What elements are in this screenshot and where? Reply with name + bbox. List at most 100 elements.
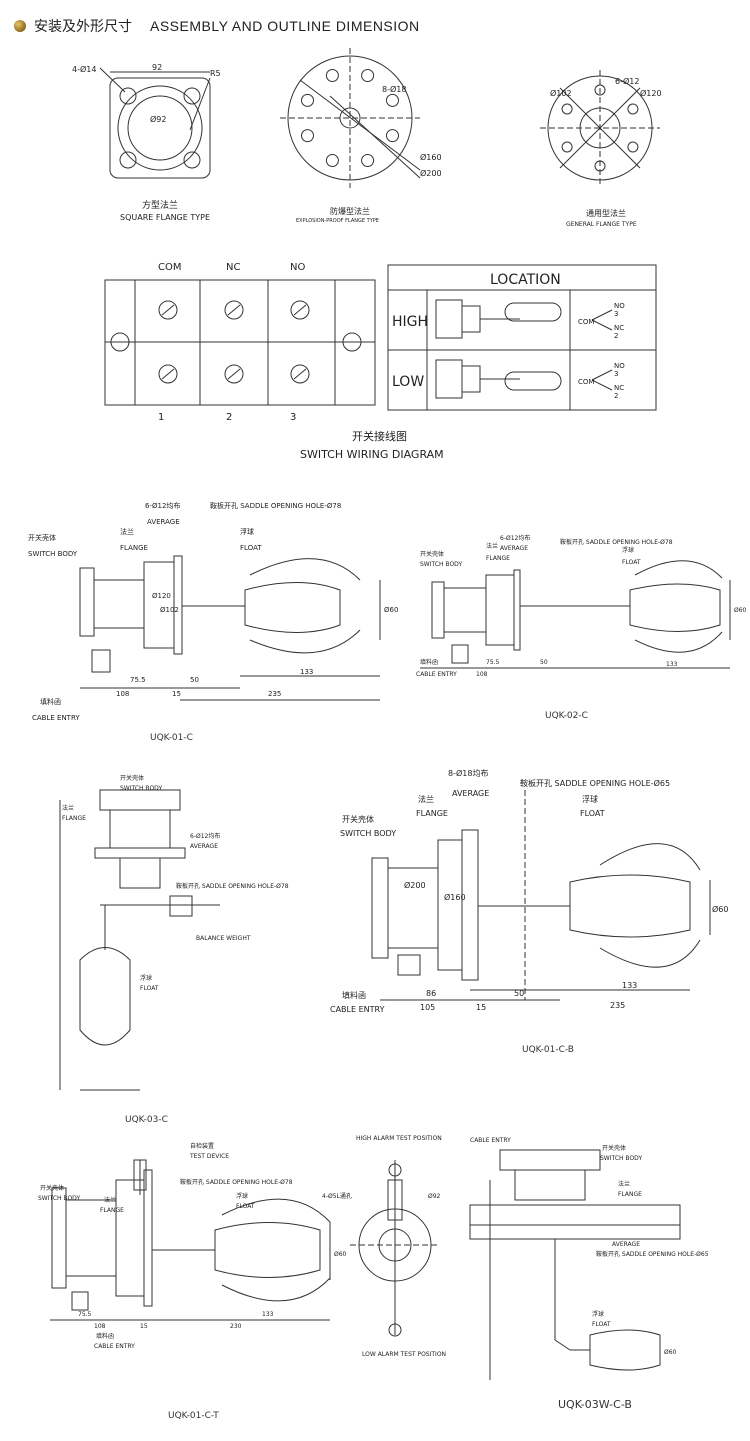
m1-flange-cn: 法兰 [120,527,134,536]
m2-avg: AVERAGE [500,545,528,552]
screw-slot [293,368,307,380]
screw-slot [161,304,175,316]
m3-avg6: 6-Ø12均布 [190,832,220,840]
square-caption-cn: 方型法兰 [142,199,178,211]
dim-gen-hole: 6-Ø12 [615,76,639,86]
m1-d1: 108 [116,690,129,698]
m5-d1: 108 [94,1323,106,1330]
m4-avg: AVERAGE [452,789,489,798]
dim-expl-dia1: Ø160 [420,152,442,162]
model-label-uqk-01-c-t: UQK-01-C-T [168,1411,219,1421]
m2-cable-en: CABLE ENTRY [416,671,457,678]
screw-slot [227,368,241,380]
m1-flange-en: FLANGE [120,544,148,552]
m5-saddle: 鞍板开孔 SADDLE OPENING HOLE-Ø78 [180,1178,293,1186]
terminal-screw-icon [224,300,244,320]
terminal-screw-icon [158,300,178,320]
m5-test-en: TEST DEVICE [189,1153,229,1160]
m1-cable-cn: 填料函 [40,697,61,706]
uqk-01-c-t-drawing [50,1159,331,1321]
m1-body-en: SWITCH BODY [28,550,78,558]
m5-test-cn: 自检装置 [190,1142,214,1150]
model-label-uqk-01-c-b: UQK-01-C-B [522,1045,574,1055]
m4-d8: Ø60 [712,904,728,914]
test-position-drawing [350,1160,440,1337]
bolt-hole [361,69,375,83]
section-title-cn: 安装及外形尺寸 [34,18,132,34]
gen-caption-en: GENERAL FLANGE TYPE [566,221,637,228]
m4-flange-en: FLANGE [416,809,448,818]
bolt-hole [361,153,375,167]
m5-flange-en: FLANGE [100,1207,124,1214]
terminal-screw-icon [224,364,244,384]
low-alarm-label: LOW ALARM TEST POSITION [362,1351,446,1358]
section-title-en: ASSEMBLY AND OUTLINE DIMENSION [150,18,420,34]
dim-square-hole: 4-Ø14 [72,64,96,74]
terminal-no: NO [290,262,305,273]
uqk-01-c-b-drawing [371,790,711,1001]
uqk-02-c-drawing [420,560,731,669]
bolt-hole [627,103,639,115]
m4-d4: 235 [610,1001,625,1010]
dim-expl-dia2: Ø200 [420,168,442,178]
m2-cable-cn: 填料函 [420,658,438,666]
uqk-03w-c-b-drawing [469,1149,681,1380]
m5-cable-en: CABLE ENTRY [94,1343,135,1350]
m7-float-cn: 浮球 [592,1310,604,1318]
m2-float-en: FLOAT [622,559,641,566]
uqk-01-c-drawing [79,555,381,701]
square-caption-en: SQUARE FLANGE TYPE [120,213,210,222]
dim-square-radius: R5 [210,69,221,78]
model-label-uqk-01-c: UQK-01-C [150,733,193,743]
m2-saddle: 鞍板开孔 SADDLE OPENING HOLE-Ø78 [560,538,673,546]
switch-low-com: COM [578,378,594,386]
m5-body-cn: 开关壳体 [40,1184,64,1192]
m5-body-en: SWITCH BODY [38,1195,80,1202]
dim-square-width: 92 [152,63,162,72]
m1-float-en: FLOAT [240,544,262,552]
screw-slot [293,304,307,316]
m4-d7: Ø160 [444,892,466,902]
bolt-hole [627,141,639,153]
m7-flange-cn: 法兰 [618,1180,630,1188]
terminal-num-3: 3 [290,412,296,423]
explosion-flange-drawing [280,48,421,188]
m5-float-en: FLOAT [236,1203,255,1210]
terminal-block [104,279,376,406]
bolt-hole [561,141,573,153]
m1-d0: 75.5 [130,676,146,684]
switch-high-no: NO [614,302,625,310]
m2-float-cn: 浮球 [622,546,634,554]
m4-float-en: FLOAT [580,809,605,818]
bolt-hole [325,153,339,167]
terminal-nc: NC [226,262,240,273]
expl-caption-en: EXPLOSION-PROOF FLANGE TYPE [296,218,379,224]
m2-body-cn: 开关壳体 [420,550,444,558]
m5-d5: Ø60 [334,1251,347,1258]
bolt-hole [385,129,399,143]
m7-cable-en: CABLE ENTRY [470,1137,511,1144]
m2-avg6: 6-Ø12均布 [500,534,530,542]
dim-gen-dia1: Ø102 [550,88,572,98]
terminal-num-2: 2 [226,412,232,423]
m4-body-cn: 开关壳体 [342,814,374,824]
screw-slot [227,304,241,316]
location-table [387,264,657,411]
m3-flange-en: FLANGE [62,815,86,822]
m4-float-cn: 浮球 [582,794,598,804]
m3-flange-cn: 法兰 [62,804,74,812]
m4-d5: 133 [622,981,637,990]
terminal-screw-icon [290,300,310,320]
m3-float-en: FLOAT [140,985,159,992]
m1-d5: 133 [300,668,313,676]
m1-saddle: 鞍板开孔 SADDLE OPENING HOLE-Ø78 [210,501,341,510]
bolt-hole [561,103,573,115]
m5-cable-cn: 填料函 [96,1332,114,1340]
bolt-hole [385,93,399,107]
m7-saddle: 鞍板开孔 SADDLE OPENING HOLE-Ø65 [596,1250,709,1258]
m5-d4: 133 [262,1311,274,1318]
m7-d0: Ø60 [664,1349,677,1356]
terminal-num-1: 1 [158,412,164,423]
m3-balance: BALANCE WEIGHT [196,935,251,942]
m4-d3: 50 [514,989,524,998]
